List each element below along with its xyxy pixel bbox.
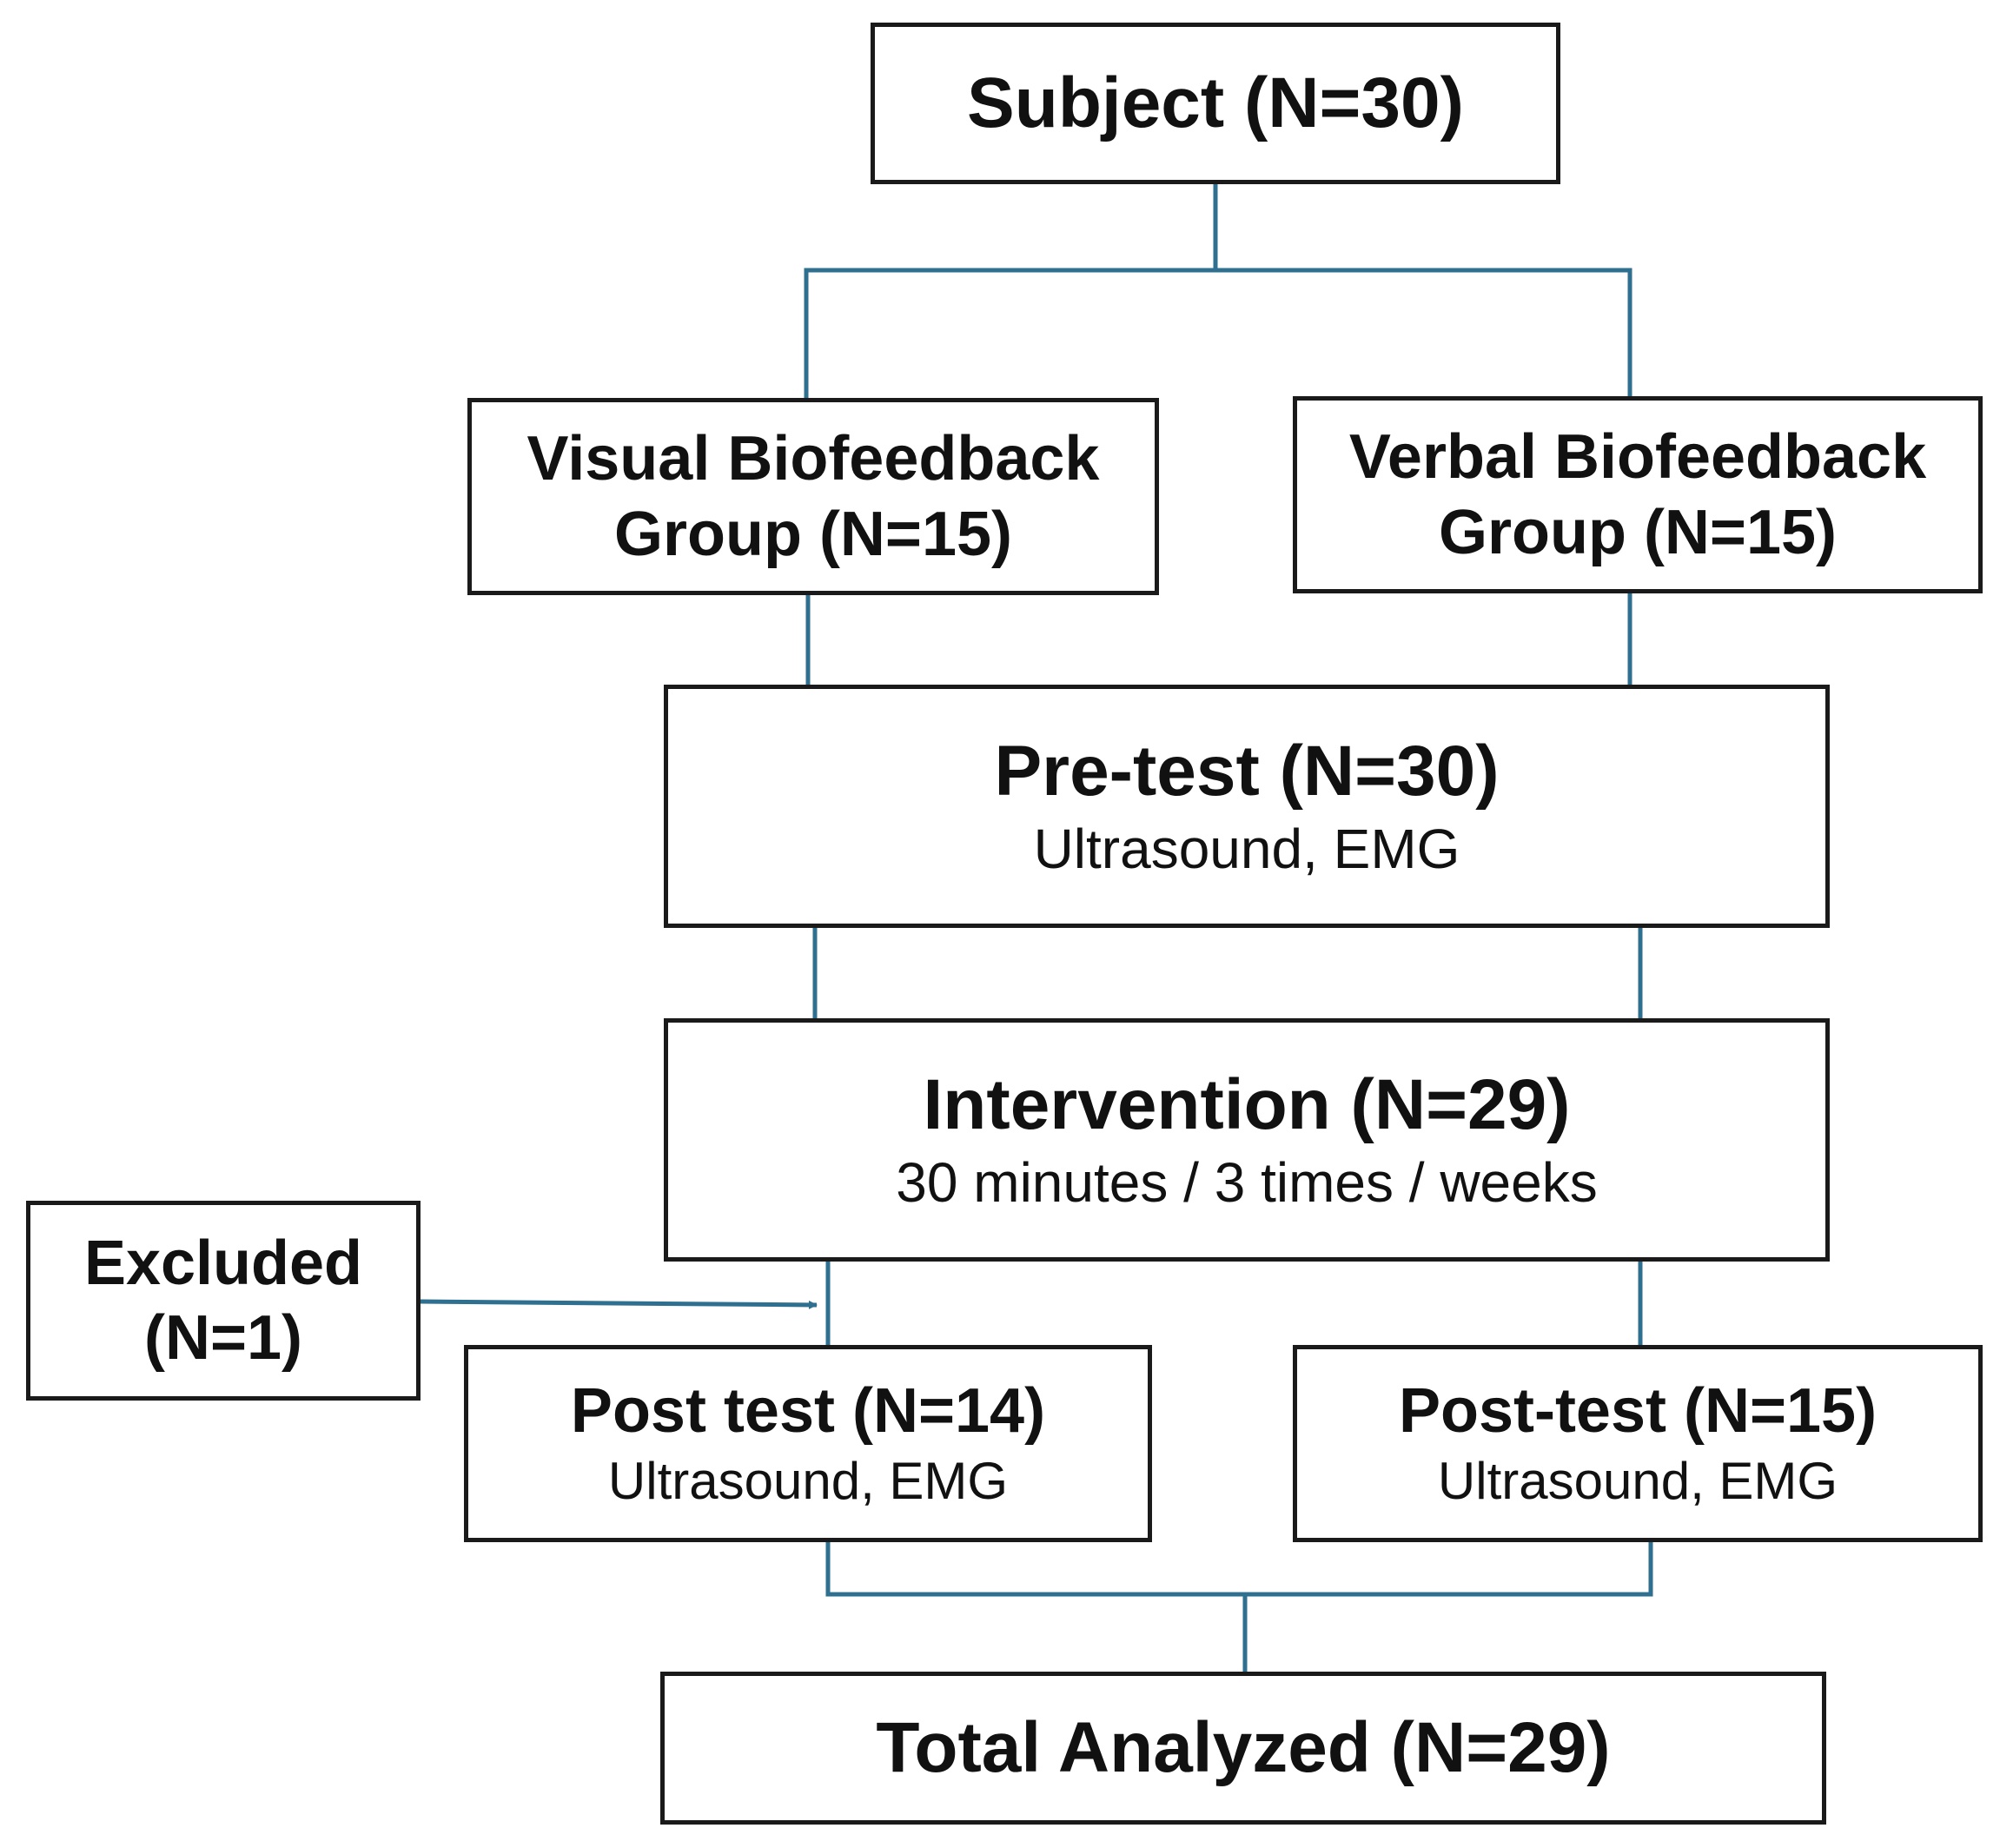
connector-subject-to-groups <box>804 182 1632 401</box>
total-analyzed-box: Total Analyzed (N=29) <box>660 1672 1826 1825</box>
pretest-title: Pre-test (N=30) <box>994 731 1500 811</box>
pretest-box: Pre-test (N=30) Ultrasound, EMG <box>664 685 1830 928</box>
intervention-subtitle: 30 minutes / 3 times / weeks <box>896 1151 1598 1215</box>
excluded-box: Excluded (N=1) <box>26 1201 421 1401</box>
subject-box: Subject (N=30) <box>871 23 1560 184</box>
pretest-subtitle: Ultrasound, EMG <box>1033 818 1460 881</box>
posttest-right-title: Post-test (N=15) <box>1398 1375 1877 1446</box>
verbal-biofeedback-group-box: Verbal Biofeedback Group (N=15) <box>1293 396 1983 593</box>
verbal-group-line2: Group (N=15) <box>1438 497 1838 567</box>
posttest-right-subtitle: Ultrasound, EMG <box>1437 1452 1838 1511</box>
excluded-line1: Excluded <box>83 1228 363 1298</box>
visual-group-line1: Visual Biofeedback <box>526 424 1100 494</box>
intervention-box: Intervention (N=29) 30 minutes / 3 times… <box>664 1018 1830 1262</box>
total-analyzed-label: Total Analyzed (N=29) <box>876 1707 1611 1787</box>
connector-excluded-arrow <box>420 1299 818 1309</box>
posttest-left-subtitle: Ultrasound, EMG <box>607 1452 1009 1511</box>
posttest-left-title: Post test (N=14) <box>570 1375 1046 1446</box>
verbal-group-line1: Verbal Biofeedback <box>1348 422 1927 493</box>
visual-biofeedback-group-box: Visual Biofeedback Group (N=15) <box>467 398 1159 595</box>
connector-posttests-to-total <box>825 1540 1653 1674</box>
posttest-right-box: Post-test (N=15) Ultrasound, EMG <box>1293 1345 1983 1542</box>
visual-group-line2: Group (N=15) <box>613 499 1013 569</box>
subject-label: Subject (N=30) <box>967 63 1464 142</box>
excluded-line2: (N=1) <box>143 1303 303 1373</box>
intervention-title: Intervention (N=29) <box>923 1064 1571 1144</box>
posttest-left-box: Post test (N=14) Ultrasound, EMG <box>464 1345 1152 1542</box>
